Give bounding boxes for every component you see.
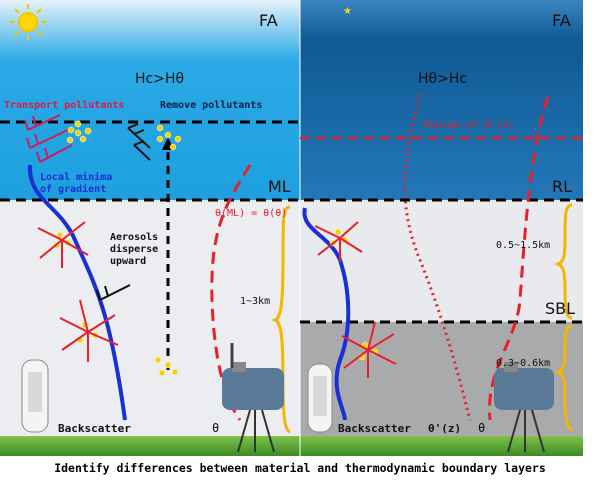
left-heat-flux-label: Hc>Hθ xyxy=(135,71,184,87)
local-minima-label-2: of gradient xyxy=(40,183,106,195)
rl-height-label: 0.5~1.5km xyxy=(496,240,550,251)
rl-height-bracket xyxy=(553,203,573,320)
sbl-height-label: 0.3~0.6km xyxy=(496,358,550,369)
ml-height-bracket xyxy=(270,205,291,434)
right-backscatter-label: Backscatter xyxy=(338,422,411,435)
right-heat-flux-label: Hθ>Hc xyxy=(418,71,467,87)
caption: Identify differences between material an… xyxy=(54,461,546,475)
right-theta-curve xyxy=(487,96,550,421)
right-fa-label: FA xyxy=(552,11,571,30)
radiometer-left xyxy=(222,343,284,453)
aerosols-label-2: disperse xyxy=(110,243,158,255)
transport-wind-barbs xyxy=(24,114,73,163)
theta-prime-curve xyxy=(403,94,472,421)
aerosols-label-1: Aerosols xyxy=(110,232,158,243)
sun-icon xyxy=(10,4,46,40)
transport-pollutants-label: Transport pollutants xyxy=(4,100,124,111)
remove-pollutants-label: Remove pollutants xyxy=(160,100,262,111)
local-minima-label-1: Local minima xyxy=(40,171,112,183)
sbl-label: SBL xyxy=(545,299,575,318)
theta-minima-label: Minima of θ'(z) xyxy=(424,120,514,131)
left-fa-label: FA xyxy=(259,11,278,30)
ml-label: ML xyxy=(268,177,291,196)
remove-wind-barbs xyxy=(96,123,151,301)
sbl-height-bracket xyxy=(553,324,573,432)
grass xyxy=(0,436,583,456)
lidar-instrument-left xyxy=(21,359,49,433)
ml-height-label: 1~3km xyxy=(240,296,270,307)
left-theta-label: θ xyxy=(212,421,219,435)
rl-label: RL xyxy=(552,177,572,196)
svg-text:★: ★ xyxy=(343,6,352,17)
right-backscatter-curve xyxy=(302,207,351,421)
lidar-instrument-right xyxy=(307,363,333,433)
dispersion-arrows xyxy=(37,221,397,378)
theta-prime-label: θ'(z) xyxy=(428,422,461,435)
theta-equality-label: θ(ML) = θ(θ) xyxy=(215,208,287,219)
left-backscatter-label: Backscatter xyxy=(58,422,131,435)
night-sky xyxy=(300,0,583,200)
residual-layer xyxy=(300,200,583,322)
right-theta-label: θ xyxy=(478,421,485,435)
aerosols-label-3: upward xyxy=(110,256,146,267)
moon-icon: ★ xyxy=(315,6,352,41)
left-backscatter-curve xyxy=(27,164,127,421)
radiometer-right xyxy=(494,362,554,453)
